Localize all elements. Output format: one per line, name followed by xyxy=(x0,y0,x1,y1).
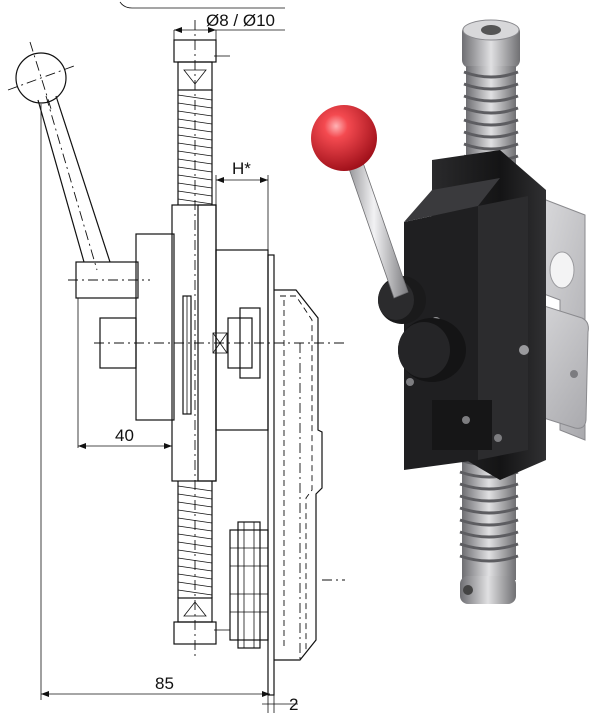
lower-spring xyxy=(177,481,213,598)
switch-body xyxy=(94,204,345,482)
dim-2-label: 2 xyxy=(289,695,298,713)
bottom-rod-end xyxy=(173,597,230,645)
photo-red-knob xyxy=(311,105,377,171)
side-connector xyxy=(229,521,269,649)
dim-40-label: 40 xyxy=(115,426,134,445)
product-photo xyxy=(311,19,589,604)
technical-drawing: Ø8 / Ø10 H* xyxy=(7,1,345,713)
diameter-dimension: Ø8 / Ø10 xyxy=(173,11,285,40)
height-dimension: H* xyxy=(215,159,269,258)
top-rod-end xyxy=(173,39,230,91)
diameter-label: Ø8 / Ø10 xyxy=(206,11,275,30)
photo-switch-body xyxy=(404,150,546,480)
dimension-2: 2 xyxy=(262,660,298,713)
photo-lever xyxy=(345,153,409,299)
dimension-40: 40 xyxy=(78,426,172,449)
mounting-panel xyxy=(267,254,345,696)
dim-85-label: 85 xyxy=(155,674,174,693)
lever-arm xyxy=(37,95,111,271)
lever-hub xyxy=(68,233,175,421)
dimension-85: 85 xyxy=(40,104,270,700)
height-label: H* xyxy=(232,159,251,178)
ball-handle xyxy=(7,41,75,113)
upper-spring xyxy=(177,90,213,205)
